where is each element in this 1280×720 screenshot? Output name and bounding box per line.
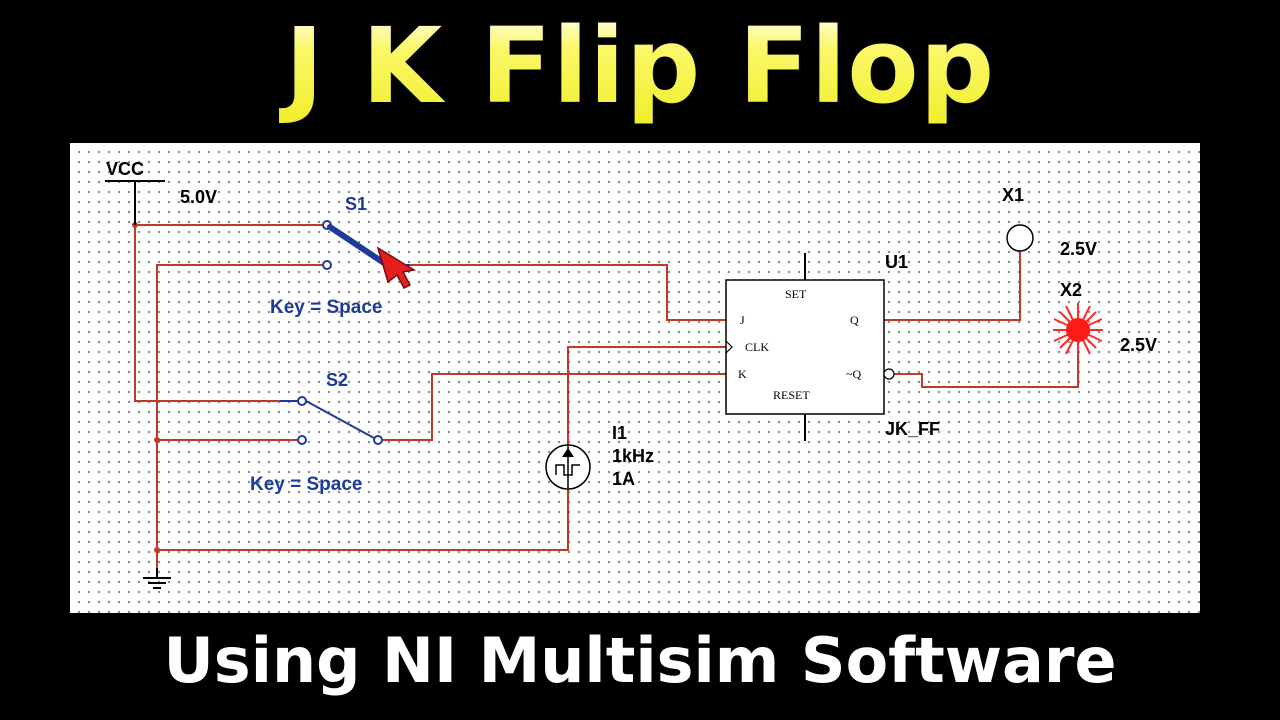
cursor-arrow-icon [376, 246, 417, 289]
switch-s1[interactable]: S1 Key = Space [270, 194, 410, 318]
vcc-voltage: 5.0V [180, 187, 217, 207]
probe-x1-voltage: 2.5V [1060, 239, 1097, 259]
wire-ground-rail [156, 264, 325, 568]
probe-x2-label: X2 [1060, 280, 1082, 300]
switch-s1-key: Key = Space [270, 297, 383, 318]
wire-q-to-x1 [884, 251, 1021, 321]
ground-icon [143, 568, 171, 589]
probe-x2-voltage: 2.5V [1120, 335, 1157, 355]
schematic-canvas: VCC 5.0V S1 Key = Space [70, 143, 1200, 613]
switch-s2-lever [305, 400, 375, 439]
wire-s1-to-j [410, 264, 726, 321]
square-wave-icon [555, 464, 580, 476]
flipflop-model: JK_FF [885, 419, 940, 439]
clock-source-amplitude: 1A [612, 469, 635, 489]
pin-q: Q [850, 313, 859, 327]
wires [134, 224, 1079, 568]
vcc-label: VCC [106, 159, 144, 179]
pin-qbar: ~Q [846, 367, 861, 381]
wire-qbar-to-x2 [894, 338, 1079, 388]
pin-set: SET [785, 287, 807, 301]
clock-source-name: I1 [612, 423, 627, 443]
thumbnail-subtitle: Using NI Multisim Software [163, 624, 1117, 697]
pin-clk: CLK [745, 340, 769, 354]
junctions [132, 222, 160, 553]
thumbnail-title: J K Flip Flop [0, 6, 1280, 126]
switch-s2[interactable]: S2 Key = Space [250, 370, 383, 495]
circuit-diagram: VCC 5.0V S1 Key = Space [105, 159, 1157, 589]
clock-source-frequency: 1kHz [612, 446, 654, 466]
pin-reset: RESET [773, 388, 810, 402]
switch-s2-label: S2 [326, 370, 348, 390]
switch-s1-label: S1 [345, 194, 367, 214]
probe-x1-lamp-icon [1006, 224, 1034, 252]
switch-s2-key: Key = Space [250, 474, 363, 495]
jk-flipflop-u1[interactable]: SET J Q CLK K ~Q RESET U1 JK_FF [725, 252, 940, 441]
current-arrow-icon [562, 448, 574, 457]
switch-s1-lever [327, 224, 390, 268]
vcc-symbol: VCC 5.0V [105, 159, 217, 225]
wire-s2-to-k [380, 373, 726, 441]
probe-x2[interactable]: X2 2.5V [1053, 280, 1157, 355]
flipflop-ref: U1 [885, 252, 908, 272]
probe-x1[interactable]: X1 2.5V [1002, 185, 1097, 259]
probe-x1-label: X1 [1002, 185, 1024, 205]
wire-ground-to-clock [157, 488, 569, 551]
wire-clock-to-clk [567, 346, 726, 446]
clock-source-i1[interactable]: I1 1kHz 1A [545, 423, 654, 490]
pin-j: J [740, 313, 745, 327]
wire-vcc-rail [134, 225, 280, 402]
pin-k: K [738, 367, 747, 381]
